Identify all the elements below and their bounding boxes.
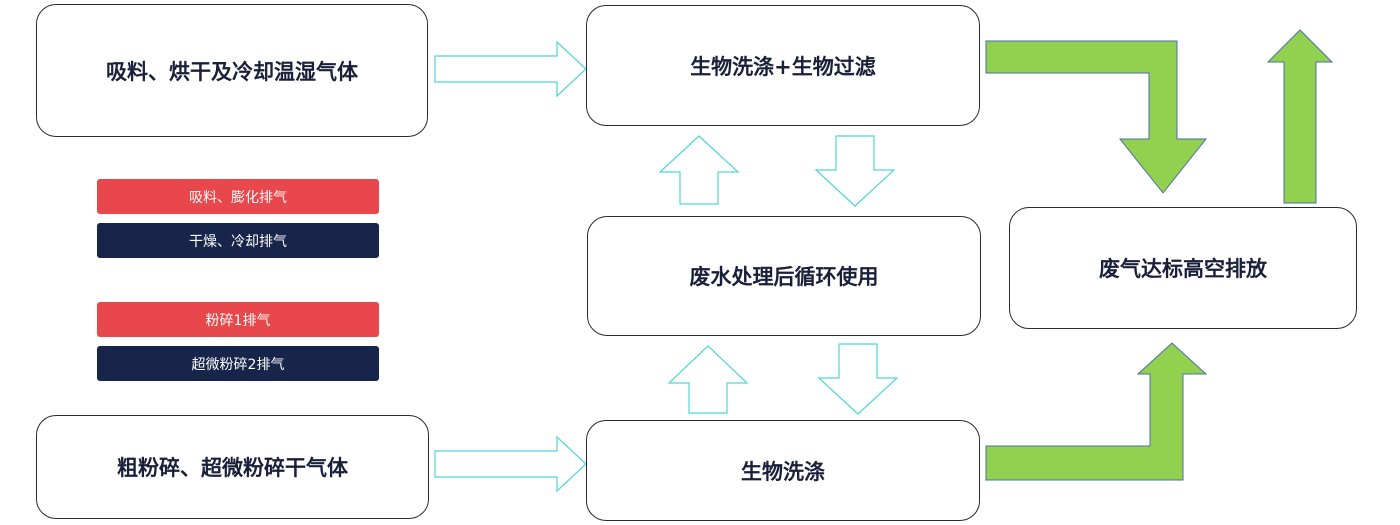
tag-label: 超微粉碎2排气 [191, 356, 285, 373]
wastewater-recycle-label: 废水处理后循环使用 [689, 265, 879, 289]
arrow-down-wastewater-to-bio-wash [817, 343, 899, 415]
arrow-top-input-to-bio-filter [434, 40, 587, 98]
tag-drying-cooling-exhaust: 干燥、冷却排气 [97, 223, 379, 258]
green-arrow-bio-filter-to-exhaust [985, 40, 1208, 194]
input-humid-gas-label: 吸料、烘干及冷却温湿气体 [106, 59, 358, 84]
tag-label: 干燥、冷却排气 [189, 233, 287, 250]
green-arrow-exhaust-up [1266, 29, 1334, 204]
exhaust-emission-box: 废气达标高空排放 [1009, 207, 1357, 329]
wastewater-recycle-box: 废水处理后循环使用 [587, 216, 981, 336]
bio-wash-label: 生物洗涤 [741, 459, 825, 484]
arrow-up-wastewater-to-bio-filter [658, 135, 740, 205]
bio-wash-filter-label: 生物洗涤+生物过滤 [690, 54, 876, 79]
bio-wash-box: 生物洗涤 [586, 420, 980, 521]
exhaust-emission-label: 废气达标高空排放 [1099, 257, 1267, 281]
tag-label: 吸料、膨化排气 [189, 189, 287, 206]
input-dry-gas-box: 粗粉碎、超微粉碎干气体 [36, 415, 429, 519]
arrow-down-bio-filter-to-wastewater [814, 135, 896, 207]
tag-label: 粉碎1排气 [205, 312, 271, 329]
bio-wash-filter-box: 生物洗涤+生物过滤 [586, 5, 980, 126]
tag-ultrafine-crushing-2-exhaust: 超微粉碎2排气 [97, 346, 379, 381]
input-humid-gas-box: 吸料、烘干及冷却温湿气体 [36, 4, 428, 137]
tag-crushing-1-exhaust: 粉碎1排气 [97, 302, 379, 337]
arrow-bottom-input-to-bio-wash [434, 435, 587, 493]
arrow-up-bio-wash-to-wastewater [667, 345, 749, 414]
tag-suction-puffing-exhaust: 吸料、膨化排气 [97, 179, 379, 214]
green-arrow-bio-wash-to-exhaust [985, 342, 1208, 481]
input-dry-gas-label: 粗粉碎、超微粉碎干气体 [117, 456, 348, 480]
